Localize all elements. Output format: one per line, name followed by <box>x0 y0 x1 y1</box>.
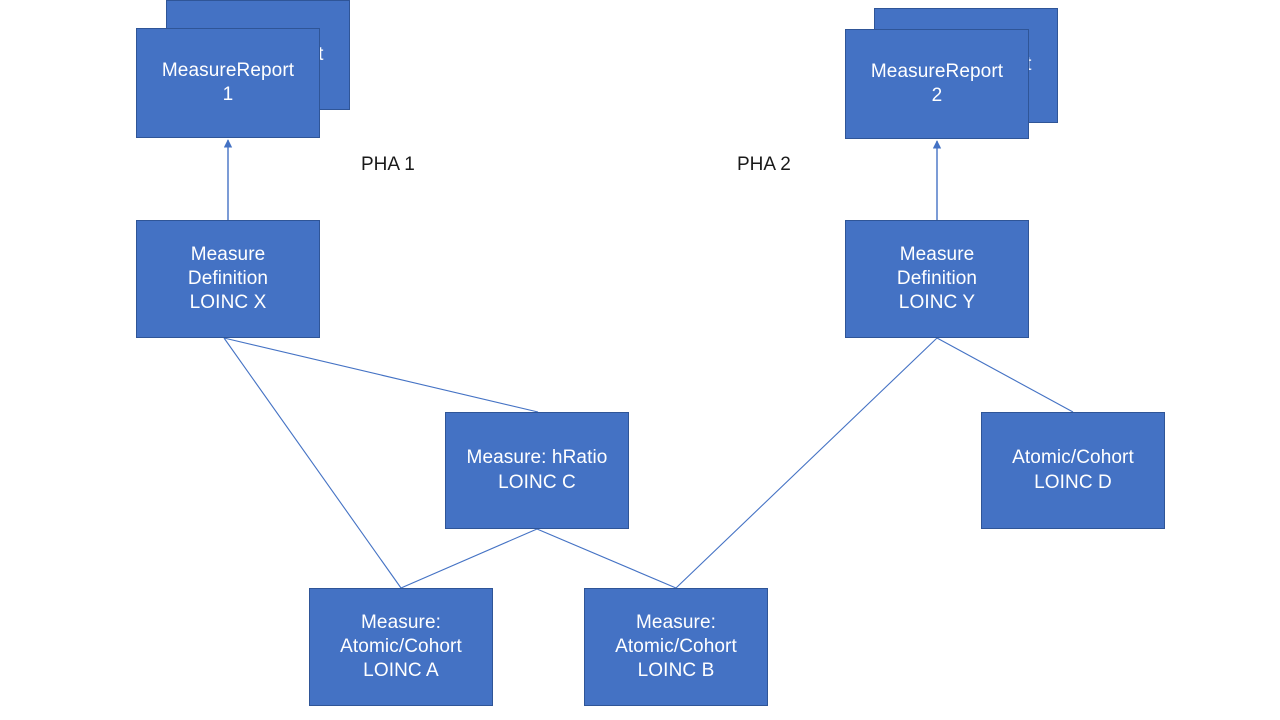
measure-definition-loinc-x-box-line-1: Definition <box>187 267 269 289</box>
pha-2-label: PHA 2 <box>737 154 791 175</box>
measure-report-1-box-line-1: 1 <box>222 84 234 105</box>
measure-definition-loinc-y-box-line-0: Measure <box>899 243 975 265</box>
connector-measure-definition-x-to-hratio-c <box>223 337 539 413</box>
measure-report-1-box-line-0: MeasureReport <box>161 59 295 81</box>
connector-hratio-c-to-atomic-b <box>536 528 677 589</box>
measure-hratio-loinc-c-box-line-0: Measure: hRatio <box>466 447 608 469</box>
atomic-cohort-loinc-d-box-line-1: LOINC D <box>1034 471 1112 493</box>
measure-atomic-cohort-loinc-b-box-line-2: LOINC B <box>637 660 715 682</box>
measure-atomic-cohort-loinc-a-box-line-1: Atomic/Cohort <box>340 635 462 657</box>
measure-report-2-box-line-1: 2 <box>931 85 943 106</box>
measure-report-2-box[interactable]: MeasureReport 2 <box>845 29 1029 139</box>
pha-1-label: PHA 1 <box>361 154 415 175</box>
connector-measure-definition-x-to-atomic-a <box>223 337 402 589</box>
measure-atomic-cohort-loinc-b-box-line-0: Measure: <box>635 611 716 633</box>
measure-report-2-box-line-0: MeasureReport <box>870 60 1004 82</box>
measure-atomic-cohort-loinc-b-box-line-1: Atomic/Cohort <box>615 635 737 657</box>
measure-atomic-cohort-loinc-a-box-line-2: LOINC A <box>363 660 439 682</box>
atomic-cohort-loinc-d-box-line-0: Atomic/Cohort <box>1012 447 1134 469</box>
measure-atomic-cohort-loinc-a-box-line-0: Measure: <box>360 611 441 633</box>
measure-definition-loinc-y-box-line-1: Definition <box>896 267 978 289</box>
measure-definition-loinc-y-box-line-2: LOINC Y <box>898 292 976 314</box>
connector-measure-definition-y-to-atomic-d <box>936 337 1074 413</box>
measure-hratio-loinc-c-box-line-1: LOINC C <box>498 471 576 493</box>
measure-definition-loinc-x-box-line-0: Measure <box>190 243 266 265</box>
connector-hratio-c-to-atomic-a <box>400 528 538 589</box>
measure-report-1-box[interactable]: MeasureReport 1 <box>136 28 320 138</box>
measure-definition-loinc-x-box-line-2: LOINC X <box>189 292 267 314</box>
connector-measure-definition-y-to-atomic-b <box>675 337 938 589</box>
